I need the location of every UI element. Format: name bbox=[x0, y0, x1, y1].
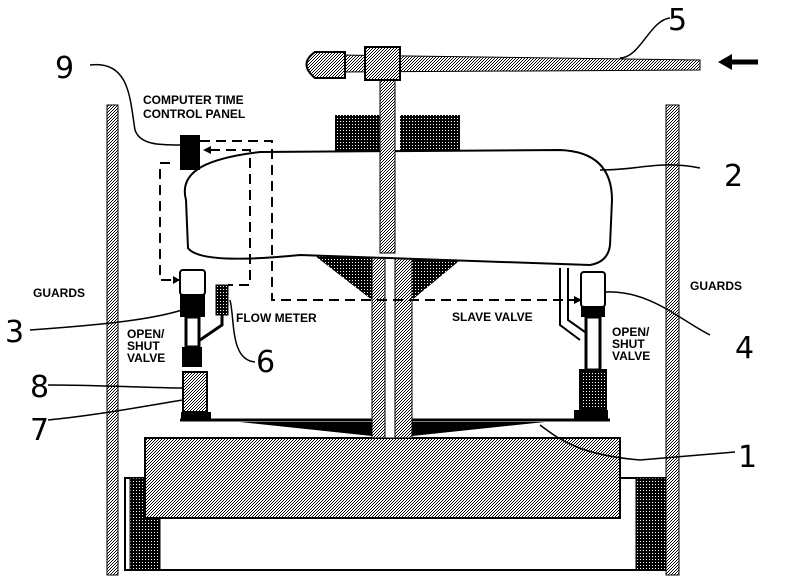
slave-valve-body bbox=[581, 272, 605, 307]
open-shut-right-3: VALVE bbox=[612, 349, 650, 363]
shaft bbox=[380, 78, 395, 253]
guard-right bbox=[666, 105, 679, 575]
ref-6: 6 bbox=[256, 345, 275, 380]
reservoir-right bbox=[580, 370, 606, 410]
ref-9: 9 bbox=[55, 51, 74, 86]
ref-5: 5 bbox=[668, 3, 687, 38]
base-post-right bbox=[636, 478, 666, 570]
nozzle bbox=[307, 52, 346, 78]
control-panel-label-line2: CONTROL PANEL bbox=[143, 107, 245, 121]
open-shut-left-3: VALVE bbox=[127, 351, 165, 365]
slave-valve-label: SLAVE VALVE bbox=[452, 310, 533, 324]
control-panel-box bbox=[180, 135, 200, 170]
reservoir-left bbox=[183, 372, 207, 412]
left-valve-body bbox=[180, 270, 205, 295]
ref-8: 8 bbox=[30, 370, 49, 405]
skirt-left bbox=[240, 422, 372, 436]
hub-block-left bbox=[335, 115, 380, 155]
flow-meter-label: FLOW METER bbox=[236, 311, 317, 325]
guards-label-right: GUARDS bbox=[690, 279, 742, 293]
guards-label-left: GUARDS bbox=[33, 286, 85, 300]
ref-2: 2 bbox=[724, 159, 743, 194]
hub-block-right bbox=[400, 115, 460, 155]
tee-fitting bbox=[365, 47, 400, 80]
flow-arrow-icon bbox=[718, 54, 758, 70]
tank bbox=[185, 150, 612, 265]
flow-meter bbox=[216, 285, 228, 315]
skirt-right bbox=[412, 422, 545, 436]
ref-1: 1 bbox=[738, 440, 757, 475]
ref-3: 3 bbox=[5, 315, 24, 350]
shut-valve-left bbox=[182, 347, 202, 367]
ref-4: 4 bbox=[735, 331, 754, 366]
ref-7: 7 bbox=[30, 413, 49, 448]
control-panel-label-line1: COMPUTER TIME bbox=[143, 93, 244, 107]
platform bbox=[145, 438, 620, 518]
guard-left bbox=[107, 105, 118, 575]
